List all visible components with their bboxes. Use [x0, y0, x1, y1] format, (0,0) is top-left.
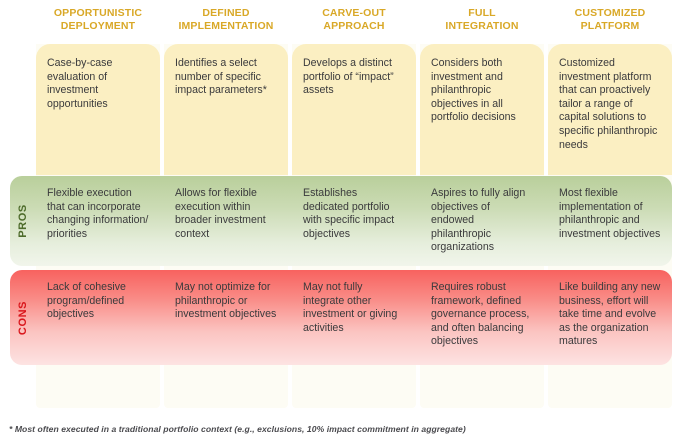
cons-text: May not optimize for philanthropic or in… [175, 281, 277, 321]
pros-cell-opportunistic-deployment: Flexible execution that can incorporate … [36, 176, 160, 266]
pros-text: Allows for flexible execution within bro… [175, 187, 266, 240]
cons-cell-carve-out-approach: May not fully integrate other investment… [292, 270, 416, 365]
column-header-line2: PLATFORM [580, 19, 640, 32]
column-header-defined-implementation: DEFINED IMPLEMENTATION [164, 6, 288, 40]
pros-row: PROS Flexible execution that can incorpo… [10, 176, 672, 266]
footnote: * Most often executed in a traditional p… [9, 424, 466, 434]
pros-text: Aspires to fully align objectives of end… [431, 187, 526, 254]
approach-text: Case-by-case evaluation of investment op… [47, 57, 113, 110]
column-header-line2: DEPLOYMENT [60, 19, 136, 32]
column-header-line2: INTEGRATION [445, 19, 519, 32]
approach-cell-defined-implementation: Identifies a select number of specific i… [164, 44, 288, 175]
cons-row: CONS Lack of cohesive program/defined ob… [10, 270, 672, 365]
column-header-line1: CARVE-OUT [322, 7, 386, 19]
column-header-line1: FULL [468, 7, 496, 19]
pros-text: Flexible execution that can incorporate … [47, 187, 149, 240]
cons-cells: Lack of cohesive program/defined objecti… [36, 270, 672, 365]
cons-cell-defined-implementation: May not optimize for philanthropic or in… [164, 270, 288, 365]
column-header-line1: OPPORTUNISTIC [53, 7, 143, 19]
approach-text: Customized investment platform that can … [559, 57, 658, 151]
cons-text: Like building any new business, effort w… [559, 281, 661, 348]
cons-row-label-text: CONS [17, 300, 29, 335]
pros-row-label-text: PROS [17, 204, 30, 238]
cons-row-label: CONS [10, 270, 36, 365]
column-header-line1: CUSTOMIZED [574, 7, 646, 19]
column-header-line2: APPROACH [323, 19, 385, 32]
column-header-full-integration: FULL INTEGRATION [420, 6, 544, 40]
approach-text: Develops a distinct portfolio of “impact… [303, 57, 394, 97]
column-header-customized-platform: CUSTOMIZED PLATFORM [548, 6, 672, 40]
pros-cells: Flexible execution that can incorporate … [36, 176, 672, 266]
column-header-line1: DEFINED [202, 7, 250, 19]
pros-cell-carve-out-approach: Establishes dedicated portfolio with spe… [292, 176, 416, 266]
pros-cell-full-integration: Aspires to fully align objectives of end… [420, 176, 544, 266]
cons-cell-customized-platform: Like building any new business, effort w… [548, 270, 672, 365]
pros-cell-customized-platform: Most flexible implementation of philanth… [548, 176, 672, 266]
approach-cell-carve-out-approach: Develops a distinct portfolio of “impact… [292, 44, 416, 175]
pros-text: Establishes dedicated portfolio with spe… [303, 187, 395, 240]
column-headers: OPPORTUNISTIC DEPLOYMENT DEFINED IMPLEME… [36, 6, 672, 40]
cons-text: Requires robust framework, defined gover… [431, 281, 530, 348]
cons-text: May not fully integrate other investment… [303, 281, 398, 334]
cons-cell-opportunistic-deployment: Lack of cohesive program/defined objecti… [36, 270, 160, 365]
approach-cell-full-integration: Considers both investment and philanthro… [420, 44, 544, 175]
column-header-opportunistic-deployment: OPPORTUNISTIC DEPLOYMENT [36, 6, 160, 40]
approach-cell-customized-platform: Customized investment platform that can … [548, 44, 672, 175]
cons-text: Lack of cohesive program/defined objecti… [47, 281, 126, 321]
column-header-carve-out-approach: CARVE-OUT APPROACH [292, 6, 416, 40]
approach-text: Considers both investment and philanthro… [431, 57, 516, 124]
column-header-line2: IMPLEMENTATION [178, 19, 274, 32]
cons-cell-full-integration: Requires robust framework, defined gover… [420, 270, 544, 365]
pros-cell-defined-implementation: Allows for flexible execution within bro… [164, 176, 288, 266]
pros-row-label: PROS [10, 176, 36, 266]
approach-row: Case-by-case evaluation of investment op… [36, 44, 672, 175]
approach-text: Identifies a select number of specific i… [175, 57, 267, 97]
approach-cell-opportunistic-deployment: Case-by-case evaluation of investment op… [36, 44, 160, 175]
pros-text: Most flexible implementation of philanth… [559, 187, 661, 240]
